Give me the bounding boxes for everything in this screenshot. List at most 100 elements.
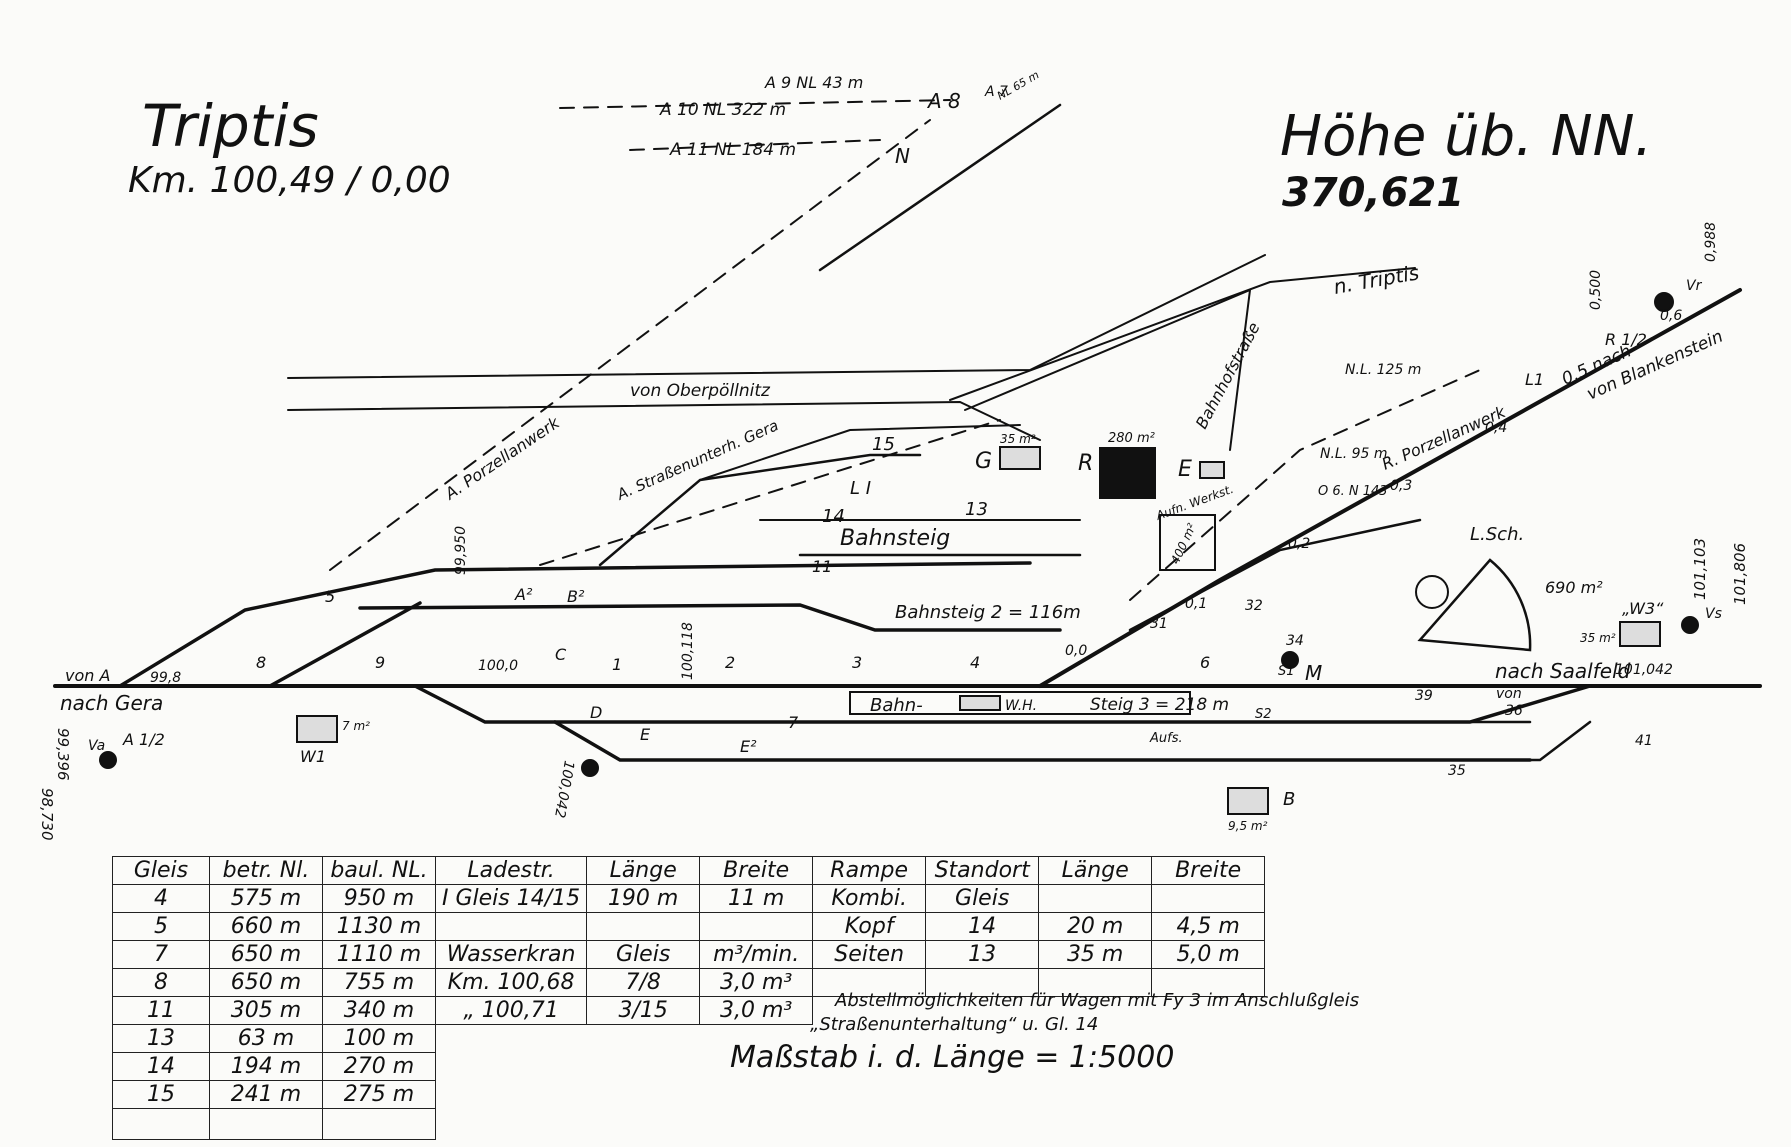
cell-laenge: 3/15 [586,996,701,1025]
track-num-13: 13 [965,499,988,520]
street-bahnhofstrasse [949,267,1416,401]
label-km-left1: 99,396 [54,728,72,781]
label-km-100: 100,0 [478,658,518,674]
label-vr: Vr [1686,278,1703,294]
turntable [1415,575,1449,609]
header-betr-nl: betr. Nl. [209,856,323,885]
branch-strassen [539,419,1001,566]
station-km: Km. 100,49 / 0,00 [128,160,451,201]
street-oberpoellnitz [287,254,1266,379]
cell-gleis: 15 [112,1080,210,1109]
building-w3 [1619,621,1661,647]
track-5 [358,603,1062,632]
track-6 [268,601,422,688]
cell-laenge: 7/8 [586,968,701,997]
header-laenge: Länge [586,856,701,885]
label-nl-125: N.L. 125 m [1345,362,1421,378]
cell-ladestr: „ 100,71 [434,996,588,1025]
cell-baul: 275 m [322,1080,436,1109]
label-b2: B² [567,587,585,606]
signal-va [99,751,117,769]
label-li: L I [850,478,871,499]
cell-baul: 950 m [322,884,436,913]
building-r [1099,447,1156,499]
track-data-table: Gleis betr. Nl. baul. NL. Ladestr. Länge… [112,856,1266,1140]
cell-breite-2: 4,5 m [1151,912,1266,941]
label-g-area: 35 m² [1000,432,1036,446]
cell-baul: 340 m [322,996,436,1025]
label-w1-area: 7 m² [342,719,370,733]
track-num-41: 41 [1635,733,1653,749]
track-num-l1: L1 [1525,370,1544,389]
building-e [1199,461,1225,479]
building-wh [959,695,1001,711]
cell-gleis: 8 [112,968,210,997]
cell-baul: 100 m [322,1024,436,1053]
label-a8: A 8 [926,89,961,113]
building-aufn [1159,514,1216,571]
cell-rampe: Seiten [812,940,927,969]
cell-standort: Gleis [925,884,1040,913]
cell-gleis: 11 [112,996,210,1025]
cell-ladestr: Wasserkran [434,940,588,969]
signal-c [581,759,599,777]
label-nl-95: N.L. 95 m [1320,446,1388,462]
cell-standort: 13 [925,940,1040,969]
cell-rampe [812,968,927,997]
branch-a11 [629,139,881,151]
label-km-top2: 0,988 [1703,222,1719,262]
branch-porzellanwerk-left [329,119,931,571]
cell-breite-2: 5,0 m [1151,940,1266,969]
label-nl-a11: A 11 NL 184 m [669,140,796,160]
label-r-half: R 1/2 [1605,330,1647,349]
table-row: 8 650 m 755 m Km. 100,68 7/8 3,0 m³ [112,968,1266,997]
track-num-14: 14 [822,506,845,527]
header-breite: Breite [699,856,814,885]
label-w3-area: 35 m² [1580,631,1616,645]
track-num-03: 0,3 [1390,478,1412,494]
label-a2: A² [514,585,533,604]
cell-betr: 650 m [209,940,323,969]
cell-standort [925,968,1040,997]
label-a7: A 7 [984,84,1008,100]
label-m: M [1305,661,1322,685]
label-w1: W1 [300,747,326,766]
cell-empty [436,1081,1265,1109]
cell-empty [112,1108,210,1140]
platform-3 [849,691,1191,715]
track-15 [598,453,922,567]
altitude-value: 370,621 [1282,170,1465,216]
table-header-row: Gleis betr. Nl. baul. NL. Ladestr. Länge… [112,856,1266,885]
track-31 [1128,518,1422,632]
cell-baul: 1110 m [322,940,436,969]
label-r-area: 280 m² [1108,431,1155,446]
track-num-8: 8 [256,653,266,672]
street-oberpoellnitz-lower [287,400,1041,441]
cell-breite: 3,0 m³ [699,996,814,1025]
cell-gleis: 13 [112,1024,210,1053]
table-row: 13 63 m 100 m [112,1024,1265,1053]
label-va: Va [88,738,105,754]
track-blankenstein [1038,288,1742,688]
cell-betr: 650 m [209,968,323,997]
label-triptis: n. Triptis [1332,260,1421,299]
label-saalfeld-von: von [1496,686,1522,702]
altitude-label: Höhe üb. NN. [1280,104,1653,169]
label-km-100042: 100,042 [551,759,577,819]
label-steig-bot: Steig 3 = 218 m [1090,695,1229,715]
cell-laenge-2: 35 m [1038,940,1153,969]
cell-gleis: 7 [112,940,210,969]
label-loco-shed-area: 690 m² [1545,578,1603,597]
label-nl-a9: A 9 NL 43 m [764,73,863,92]
track-num-2: 2 [725,653,735,672]
label-d: D [590,703,602,722]
table-row: 7 650 m 1110 m Wasserkran Gleis m³/min. … [112,940,1266,969]
label-g: G [975,449,992,474]
cell-empty [209,1108,323,1140]
cell-rampe: Kopf [812,912,927,941]
scale-note: Maßstab i. d. Länge = 1:5000 [730,1040,1175,1075]
track-num-32: 32 [1245,598,1263,614]
track-num-36: 36 [1505,703,1523,719]
track-num-04: 0,4 [1485,420,1507,436]
